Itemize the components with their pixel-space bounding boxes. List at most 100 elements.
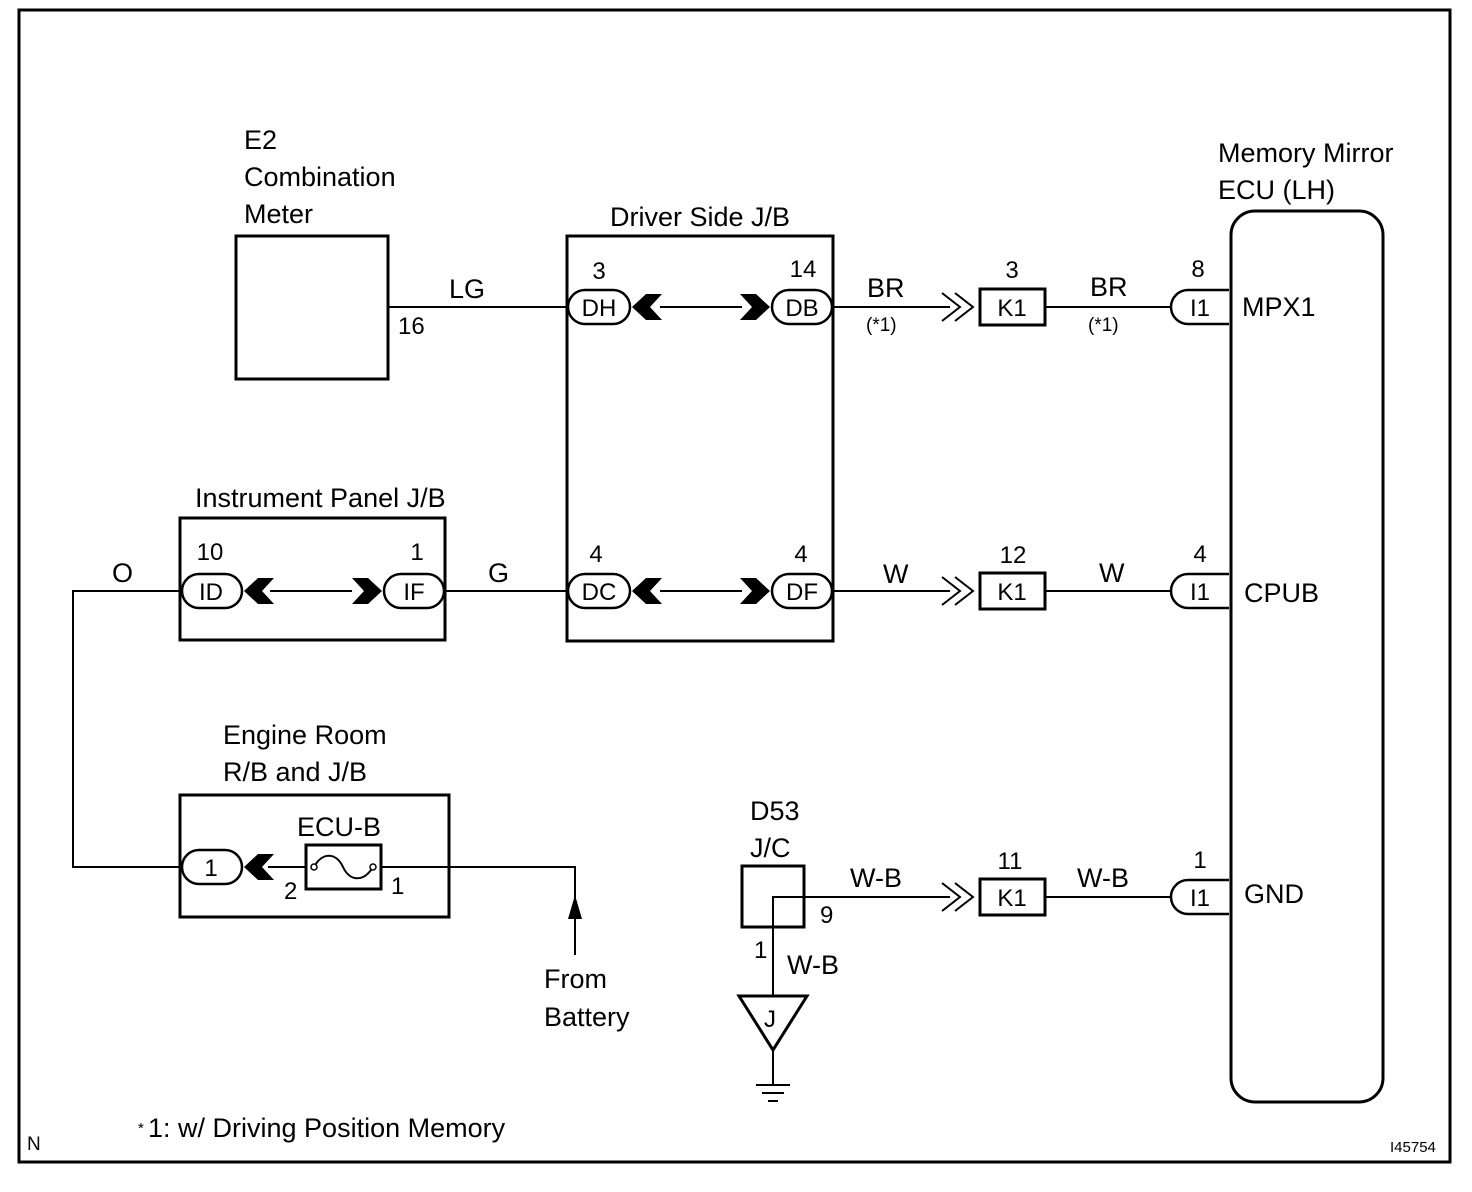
fuse-icon — [313, 854, 374, 880]
engine-room-label-2: R/B and J/B — [223, 757, 367, 787]
wire-label-br-1: BR — [867, 273, 905, 303]
wire-o — [72, 590, 182, 868]
chevrons — [244, 292, 975, 912]
engine-room-label-1: Engine Room — [223, 720, 387, 750]
double-chevron-icon — [954, 576, 975, 606]
wire-label-g: G — [488, 558, 509, 588]
chevron-right-icon — [352, 578, 382, 604]
ground-point-label: J — [764, 1006, 776, 1033]
fuse-terminal-icon — [310, 863, 318, 871]
ecu-b-fuse-label: ECU-B — [297, 812, 381, 842]
connector-i1-gnd-pin: 1 — [1193, 847, 1206, 874]
connector-df — [770, 572, 834, 610]
connector-i1-cpub-pin: 4 — [1193, 541, 1206, 568]
engine-room-box — [178, 793, 451, 919]
wire-note-2: (*1) — [1088, 315, 1119, 336]
junction-connector-ref: D53 — [750, 796, 800, 826]
connector-k1-mpx-code: K1 — [997, 295, 1026, 322]
chevron-left-icon — [632, 294, 662, 320]
corner-label-n: N — [27, 1134, 41, 1155]
jc-pin-out: 9 — [820, 902, 833, 929]
fuse-pin-left: 2 — [284, 878, 297, 905]
connector-id-pin: 10 — [197, 539, 224, 566]
wire-battery — [381, 866, 576, 955]
ground-point-triangle — [736, 994, 810, 1053]
wire-label-o: O — [112, 558, 133, 588]
connector-if — [382, 572, 446, 610]
connector-k1-gnd-pin: 11 — [998, 848, 1023, 875]
connectors: DH 3 DB 14 DC 4 DF 4 ID 10 IF 1 1 K1 3 K… — [180, 256, 1229, 917]
footnote-marker: * — [138, 1120, 144, 1137]
wire-label-w-1: W — [883, 559, 909, 589]
connector-dh — [566, 288, 632, 326]
connector-db — [770, 288, 834, 326]
double-chevron-icon — [954, 292, 975, 322]
instrument-panel-jb-box — [178, 516, 447, 642]
instrument-panel-jb-label: Instrument Panel J/B — [195, 483, 446, 513]
combination-meter-pin: 16 — [398, 313, 425, 340]
connector-db-pin: 14 — [790, 256, 817, 283]
connector-dc-pin: 4 — [589, 541, 602, 568]
connector-i1-mpx — [1169, 288, 1229, 326]
connector-if-code: IF — [403, 579, 424, 606]
wire-labels: LG BR (*1) BR (*1) G W W O W-B W-B W-B — [112, 272, 1129, 980]
connector-dc-code: DC — [582, 579, 617, 606]
connector-k1-mpx-pin: 3 — [1005, 257, 1018, 284]
combination-meter-box — [234, 234, 390, 381]
wire-label-w-2: W — [1099, 558, 1125, 588]
connector-id — [180, 572, 244, 610]
wire-label-lg: LG — [449, 274, 485, 304]
jc-internal-wire — [772, 896, 804, 927]
connector-i1-mpx-pin: 8 — [1191, 256, 1204, 283]
ecu-terminal-gnd: GND — [1244, 879, 1304, 909]
connector-engine-room-pin: 1 — [204, 855, 217, 882]
battery-label-1: From — [544, 964, 607, 994]
battery-arrow-icon — [568, 895, 582, 919]
connector-k1-gnd-code: K1 — [997, 885, 1026, 912]
ecu-terminal-cpub: CPUB — [1244, 578, 1319, 608]
connector-k1-cpub-code: K1 — [997, 579, 1026, 606]
connector-i1-cpub — [1169, 572, 1229, 610]
memory-mirror-ecu-name-1: Memory Mirror — [1218, 138, 1394, 168]
battery-label-2: Battery — [544, 1002, 630, 1032]
connector-i1-cpub-code: I1 — [1190, 579, 1210, 606]
connector-df-code: DF — [786, 579, 818, 606]
combination-meter-name-1: Combination — [244, 162, 396, 192]
connector-k1-cpub-pin: 12 — [1000, 542, 1027, 569]
chevron-right-icon — [740, 578, 770, 604]
connector-i1-mpx-code: I1 — [1190, 295, 1210, 322]
connector-dh-code: DH — [582, 295, 617, 322]
connector-if-pin: 1 — [410, 539, 423, 566]
memory-mirror-ecu-box — [1229, 209, 1385, 1104]
footnote-text: 1: w/ Driving Position Memory — [148, 1113, 506, 1143]
junction-connector-name: J/C — [750, 833, 791, 863]
driver-side-jb-box — [565, 234, 835, 643]
fuse-pin-right: 1 — [391, 873, 404, 900]
connector-engine-room — [180, 848, 244, 886]
jc-pin-ground: 1 — [754, 937, 767, 964]
memory-mirror-ecu-name-2: ECU (LH) — [1218, 175, 1335, 205]
wire-label-br-2: BR — [1090, 272, 1128, 302]
wire-note-1: (*1) — [866, 315, 897, 336]
connector-dc — [566, 572, 632, 610]
combination-meter-name-2: Meter — [244, 199, 313, 229]
chevron-right-icon — [740, 294, 770, 320]
connector-k1-mpx — [978, 287, 1047, 327]
chevron-left-icon — [244, 578, 274, 604]
diagram-frame — [17, 8, 1452, 1164]
double-chevron-icon — [941, 576, 962, 606]
connector-dh-pin: 3 — [592, 258, 605, 285]
connector-i1-gnd-code: I1 — [1190, 885, 1210, 912]
wire-label-wb-2: W-B — [1077, 863, 1129, 893]
connector-db-code: DB — [785, 295, 818, 322]
combination-meter-ref: E2 — [244, 125, 277, 155]
connector-k1-gnd — [978, 877, 1047, 917]
chevron-left-icon — [244, 854, 274, 880]
connector-k1-cpub — [978, 571, 1047, 611]
chevron-left-icon — [632, 578, 662, 604]
ecu-terminal-mpx1: MPX1 — [1242, 292, 1316, 322]
figure-id: I45754 — [1390, 1139, 1436, 1156]
double-chevron-icon — [941, 292, 962, 322]
connector-i1-gnd — [1169, 878, 1229, 916]
